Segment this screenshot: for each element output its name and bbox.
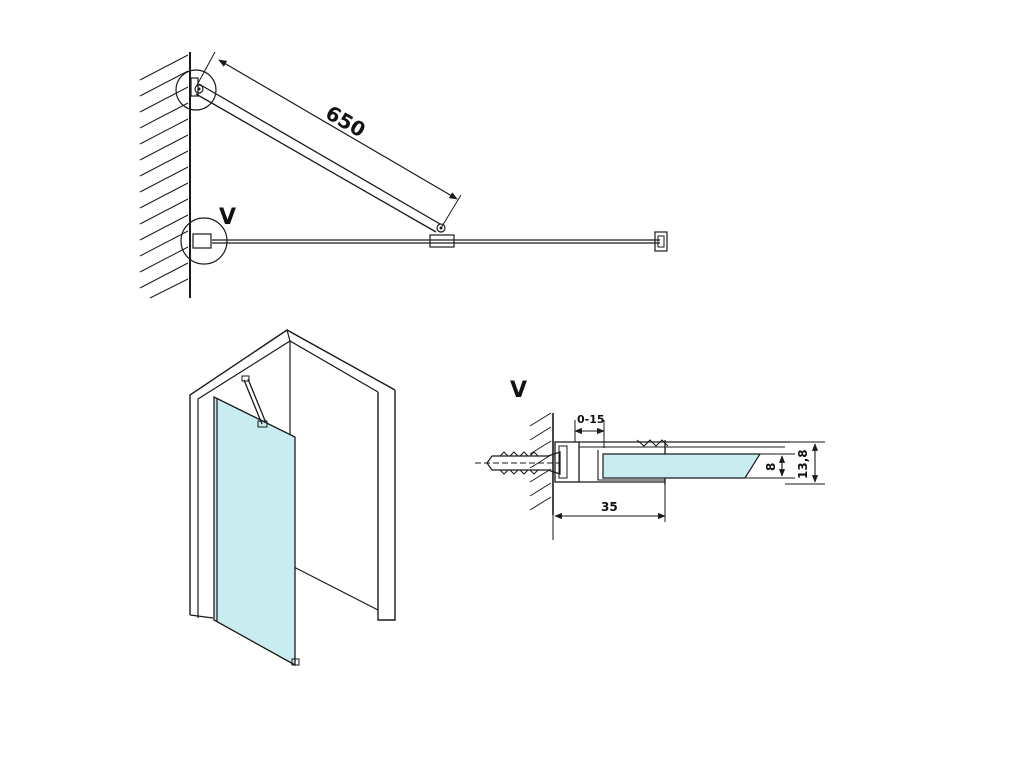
bar-wall-bracket bbox=[190, 77, 199, 97]
profile-channel bbox=[597, 450, 665, 481]
right-wall-edge bbox=[377, 390, 396, 621]
detail-v-view: V bbox=[475, 378, 825, 540]
dim-glass-label: 8 bbox=[764, 463, 778, 471]
end-cap-inner bbox=[657, 235, 665, 248]
end-cap bbox=[654, 231, 668, 252]
stabilizer-bar-top bbox=[198, 83, 441, 225]
detail-circle-v bbox=[180, 217, 228, 265]
detail-seal bbox=[636, 439, 669, 447]
left-wall-base bbox=[189, 614, 214, 619]
wall-profile bbox=[192, 233, 212, 249]
stabilizer-bar-3d-b bbox=[247, 378, 267, 424]
bar-pivot-wall-dot bbox=[197, 87, 201, 91]
left-wall-inner bbox=[197, 340, 379, 618]
wall-hatching bbox=[139, 54, 189, 299]
floor-line bbox=[289, 564, 379, 611]
stabilizer-bar-3d-a bbox=[243, 379, 263, 425]
dim-extension-left bbox=[196, 51, 216, 86]
detail-screw-head-slot bbox=[558, 445, 568, 479]
detail-title: V bbox=[510, 378, 527, 403]
end-cap-3d bbox=[291, 658, 300, 666]
glass-panel bbox=[213, 395, 296, 667]
dowel-ribs bbox=[499, 451, 539, 475]
bar-pivot-clamp bbox=[436, 223, 446, 233]
bar-bracket-3d bbox=[241, 375, 250, 382]
detail-glass bbox=[602, 453, 762, 479]
dim-line-650 bbox=[218, 59, 458, 200]
dimension-length-label: 650 bbox=[322, 101, 370, 143]
wall-dowel bbox=[486, 451, 561, 475]
dim-profile-label: 13,8 bbox=[796, 449, 810, 479]
dim-depth-label: 35 bbox=[601, 500, 618, 514]
dim-extension-right bbox=[440, 194, 462, 229]
isometric-view bbox=[189, 329, 396, 667]
glass-clamp bbox=[429, 234, 455, 248]
left-wall-outline bbox=[189, 329, 396, 615]
bar-pivot-wall bbox=[194, 84, 204, 94]
detail-wall-profile bbox=[554, 441, 580, 483]
dim-adjust-label: 0-15 bbox=[577, 413, 605, 426]
clamp-3d bbox=[257, 420, 268, 428]
detail-circle-bracket bbox=[175, 69, 217, 111]
top-plan-view: V 650 bbox=[139, 51, 668, 299]
detail-marker-label: V bbox=[219, 205, 236, 230]
detail-wall-hatching bbox=[529, 412, 552, 511]
